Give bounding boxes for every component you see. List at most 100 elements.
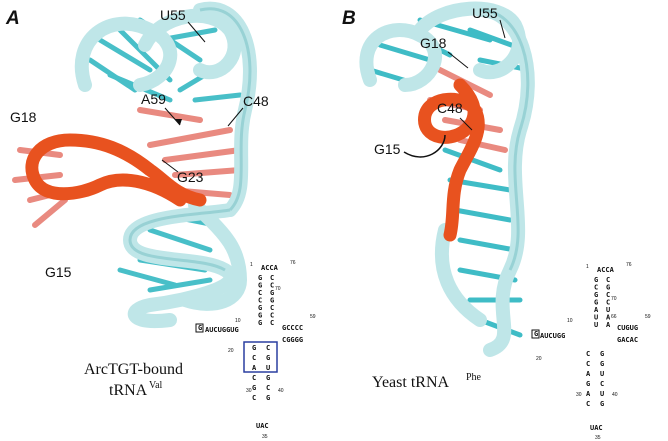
ss-b-acceptor-5-nt: G (594, 299, 598, 307)
ss-a-acceptor-5-nt: C (258, 297, 262, 305)
panel-b-letter: B (342, 8, 356, 29)
panel-b-trna-model (359, 1, 535, 357)
ss-a-acceptor-3-nt: G (270, 297, 274, 305)
ss-b-acceptor-3-nt: A (606, 314, 611, 322)
label-g15-b: G15 (374, 141, 401, 157)
panel-b: B (342, 1, 651, 441)
ss-b-acceptor-3-nt: A (606, 321, 611, 329)
panel-b-caption-sup: Phe (466, 372, 482, 383)
label-c48-b: C48 (437, 100, 463, 116)
ss-b-anticodon-5-nt: G (586, 380, 590, 388)
panel-b-caption-line1: Yeast tRNA (372, 374, 450, 391)
ss-b-loop: UAC (590, 424, 603, 432)
svg-text:70: 70 (611, 296, 617, 302)
svg-text:40: 40 (278, 388, 284, 394)
ss-a-anticodon-3-nt: G (266, 354, 270, 362)
ss-b-anticodon-3-nt: G (600, 360, 604, 368)
ss-a-acceptor-3-nt: C (270, 312, 274, 320)
svg-text:20: 20 (536, 356, 542, 362)
svg-text:20: 20 (228, 348, 234, 354)
svg-text:70: 70 (275, 286, 281, 292)
ss-a-anticodon-3-nt: C (266, 344, 270, 352)
ss-a-anticodon-5-nt: C (252, 394, 256, 402)
ss-b-anticodon-5-nt: C (586, 360, 590, 368)
panel-b-labels: U55 G18 C48 G15 (374, 5, 506, 158)
label-u55-a: U55 (160, 7, 186, 23)
ss-b-tail: ACCA (597, 266, 615, 274)
label-u55-b: U55 (472, 5, 498, 21)
panel-a-trna-model (12, 1, 257, 328)
svg-text:30: 30 (246, 388, 252, 394)
ss-b-anticodon-5-nt: C (586, 350, 590, 358)
ss-a-acceptor-3-nt: C (270, 319, 274, 327)
ss-b-acceptor-5-nt: A (594, 306, 599, 314)
ss-b-acceptor-3-nt: C (606, 291, 610, 299)
ss-b-anticodon-5-nt: A (586, 370, 591, 378)
ss-a-acceptor-5-nt: G (258, 304, 262, 312)
ss-b-acceptor-5-nt: U (594, 314, 598, 322)
ss-a-anticodon-5-nt: A (252, 364, 257, 372)
ss-a-highlight-box (243, 341, 278, 373)
ss-a-anticodon-5-nt: C (252, 354, 256, 362)
ss-a-loop: UAC (256, 422, 269, 430)
ss-a-anticodon-3-nt: G (266, 394, 270, 402)
ss-a-acceptor-5-nt: G (258, 312, 262, 320)
ss-a-t-arm2: CGGGG (282, 336, 303, 344)
ss-a-acceptor-3-nt: C (270, 304, 274, 312)
ss-b-acceptor-5-nt: G (594, 291, 598, 299)
ss-b-anticodon-3-nt: G (600, 400, 604, 408)
svg-text:59: 59 (645, 314, 651, 320)
ss-a-acceptor-5-nt: G (258, 319, 262, 327)
panel-a-letter: A (5, 8, 20, 29)
ss-b-anticodon-3-nt: U (600, 390, 604, 398)
ss-b-t-arm2: GACAC (617, 336, 638, 344)
ss-a-acceptor-3-nt: C (270, 274, 274, 282)
label-g23-a: G23 (177, 169, 204, 185)
panel-a: A (5, 1, 316, 440)
svg-text:10: 10 (567, 318, 573, 324)
ss-b-anticodon-5-nt: A (586, 390, 591, 398)
panel-a-caption-line1: ArcTGT-bound (84, 361, 183, 378)
ss-a-acceptor-3-nt: C (270, 282, 274, 290)
svg-text:35: 35 (262, 434, 268, 440)
ss-b-anticodon-3-nt: C (600, 380, 604, 388)
svg-text:1: 1 (250, 262, 253, 268)
svg-text:66: 66 (611, 314, 617, 320)
ss-b-t-arm: CUGUG (617, 324, 638, 332)
svg-text:35: 35 (595, 435, 601, 441)
svg-text:76: 76 (290, 260, 296, 266)
ss-b-acceptor-5-nt: G (594, 276, 598, 284)
label-g18-a: G18 (10, 109, 37, 125)
ss-b-d-loop: AUCUGG (540, 332, 565, 340)
label-c48-a: C48 (243, 93, 269, 109)
ss-a-d-loop: AUCUGGUG (205, 326, 239, 334)
ss-b-acceptor-3-nt: C (606, 299, 610, 307)
label-a59-a: A59 (141, 91, 166, 107)
ss-a-acceptor-5-nt: G (258, 274, 262, 282)
ss-a-tail: ACCA (261, 264, 279, 272)
ss-b-anticodon-3-nt: G (600, 350, 604, 358)
label-g18-b: G18 (420, 35, 447, 51)
ss-b-acceptor-3-nt: U (606, 306, 610, 314)
panel-a-labels: U55 G18 A59 C48 G23 G15 (10, 7, 269, 280)
ss-b-acceptor-3-nt: G (606, 284, 610, 292)
ss-a-anticodon-3-nt: U (266, 364, 270, 372)
ss-a-anticodon-5-nt: G (252, 344, 256, 352)
svg-text:59: 59 (310, 314, 316, 320)
svg-text:76: 76 (626, 262, 632, 268)
ss-b-acceptor-5-nt: U (594, 321, 598, 329)
svg-text:1: 1 (586, 264, 589, 270)
svg-text:40: 40 (612, 392, 618, 398)
ss-a-anticodon-5-nt: G (252, 384, 256, 392)
panel-a-caption-sup: Val (149, 380, 163, 391)
